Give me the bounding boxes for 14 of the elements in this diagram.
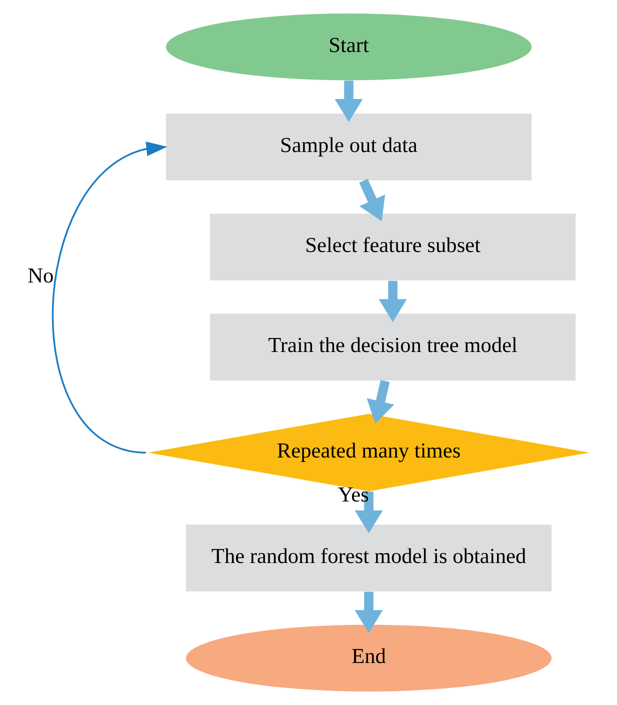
arrow (334, 80, 363, 122)
node-ellipse: Start (166, 14, 532, 80)
arrow (366, 380, 394, 424)
node-box: Select feature subset (210, 214, 576, 280)
node-box: Train the decision tree model (210, 314, 576, 381)
node-box: The random forest model is obtained (186, 524, 552, 592)
arrow (354, 592, 383, 634)
arrow (52, 142, 168, 454)
arrow (354, 492, 383, 534)
node-box: Sample out data (166, 114, 532, 180)
edge-label: No (28, 264, 54, 288)
arrow (378, 280, 407, 322)
arrow (359, 178, 386, 222)
node-ellipse: End (186, 624, 552, 692)
